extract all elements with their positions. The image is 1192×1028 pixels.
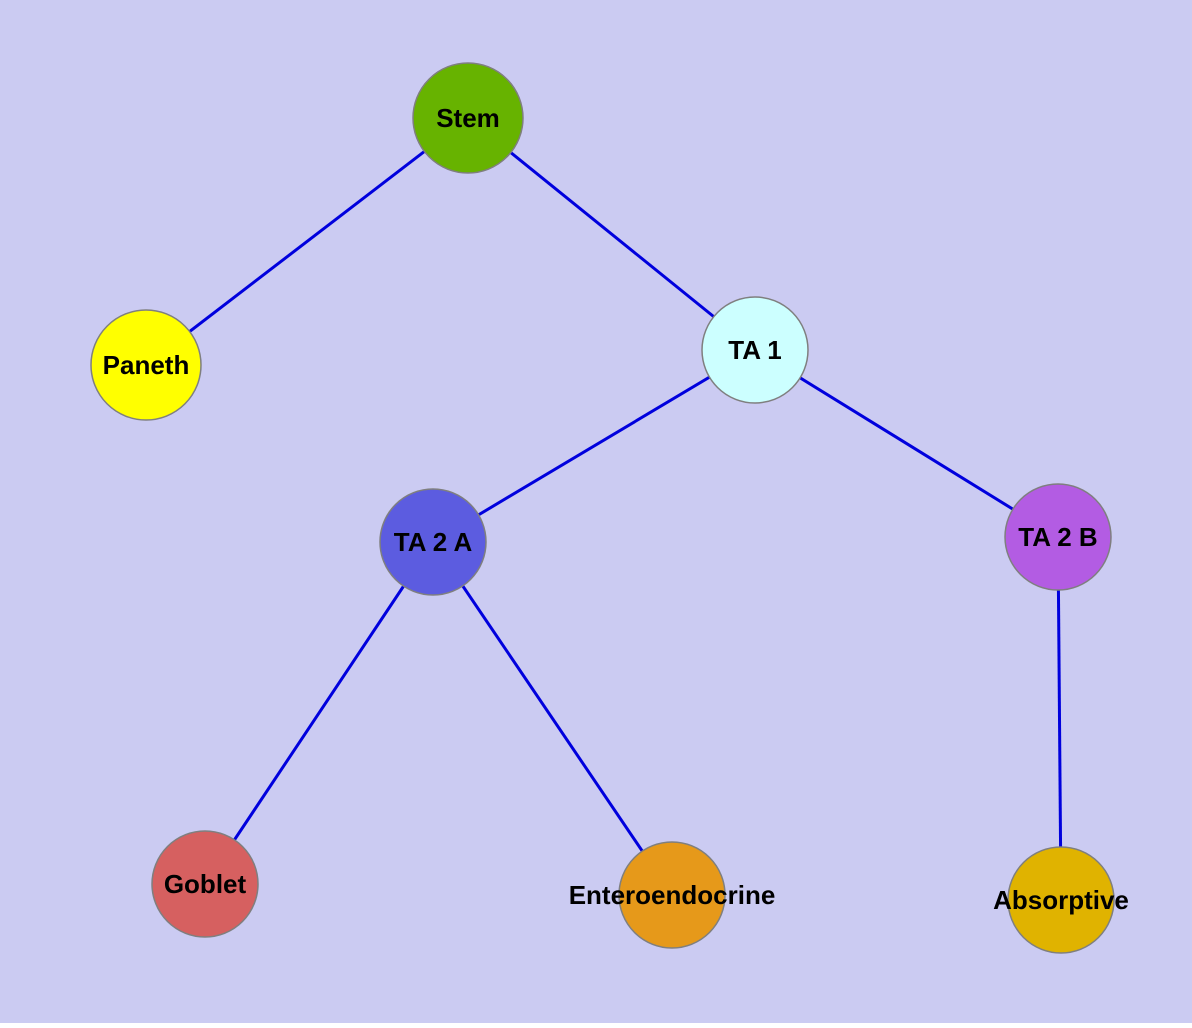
node-circle-stem <box>412 62 524 174</box>
node-ta2b: TA 2 B <box>1004 483 1112 591</box>
node-label-ta2a: TA 2 A <box>394 527 473 557</box>
node-circle-ta2b <box>1004 483 1112 591</box>
node-label-paneth: Paneth <box>103 350 190 380</box>
edge-ta2b-absorptive <box>1056 536 1063 901</box>
node-paneth: Paneth <box>90 309 202 421</box>
node-enteroendocrine: Enteroendocrine <box>569 841 776 949</box>
edge-ta2a-goblet <box>203 541 435 885</box>
node-label-enteroendocrine: Enteroendocrine <box>569 880 776 910</box>
node-circle-paneth <box>90 309 202 421</box>
node-label-absorptive: Absorptive <box>993 885 1129 915</box>
node-label-goblet: Goblet <box>164 869 247 899</box>
node-stem: Stem <box>412 62 524 174</box>
node-label-stem: Stem <box>436 103 500 133</box>
node-goblet: Goblet <box>151 830 259 938</box>
edge-ta1-ta2a <box>432 348 756 544</box>
node-circle-absorptive <box>1007 846 1115 954</box>
node-circle-enteroendocrine <box>618 841 726 949</box>
node-circle-ta2a <box>379 488 487 596</box>
node-circle-goblet <box>151 830 259 938</box>
node-circle-ta1 <box>701 296 809 404</box>
edge-ta2a-enteroendocrine <box>431 541 674 896</box>
node-ta1: TA 1 <box>701 296 809 404</box>
node-label-ta1: TA 1 <box>728 335 781 365</box>
node-absorptive: Absorptive <box>993 846 1129 954</box>
node-label-ta2b: TA 2 B <box>1018 522 1097 552</box>
edge-stem-ta1 <box>467 116 756 352</box>
node-ta2a: TA 2 A <box>379 488 487 596</box>
edge-stem-paneth <box>145 116 469 367</box>
edge-ta1-ta2b <box>754 348 1059 539</box>
